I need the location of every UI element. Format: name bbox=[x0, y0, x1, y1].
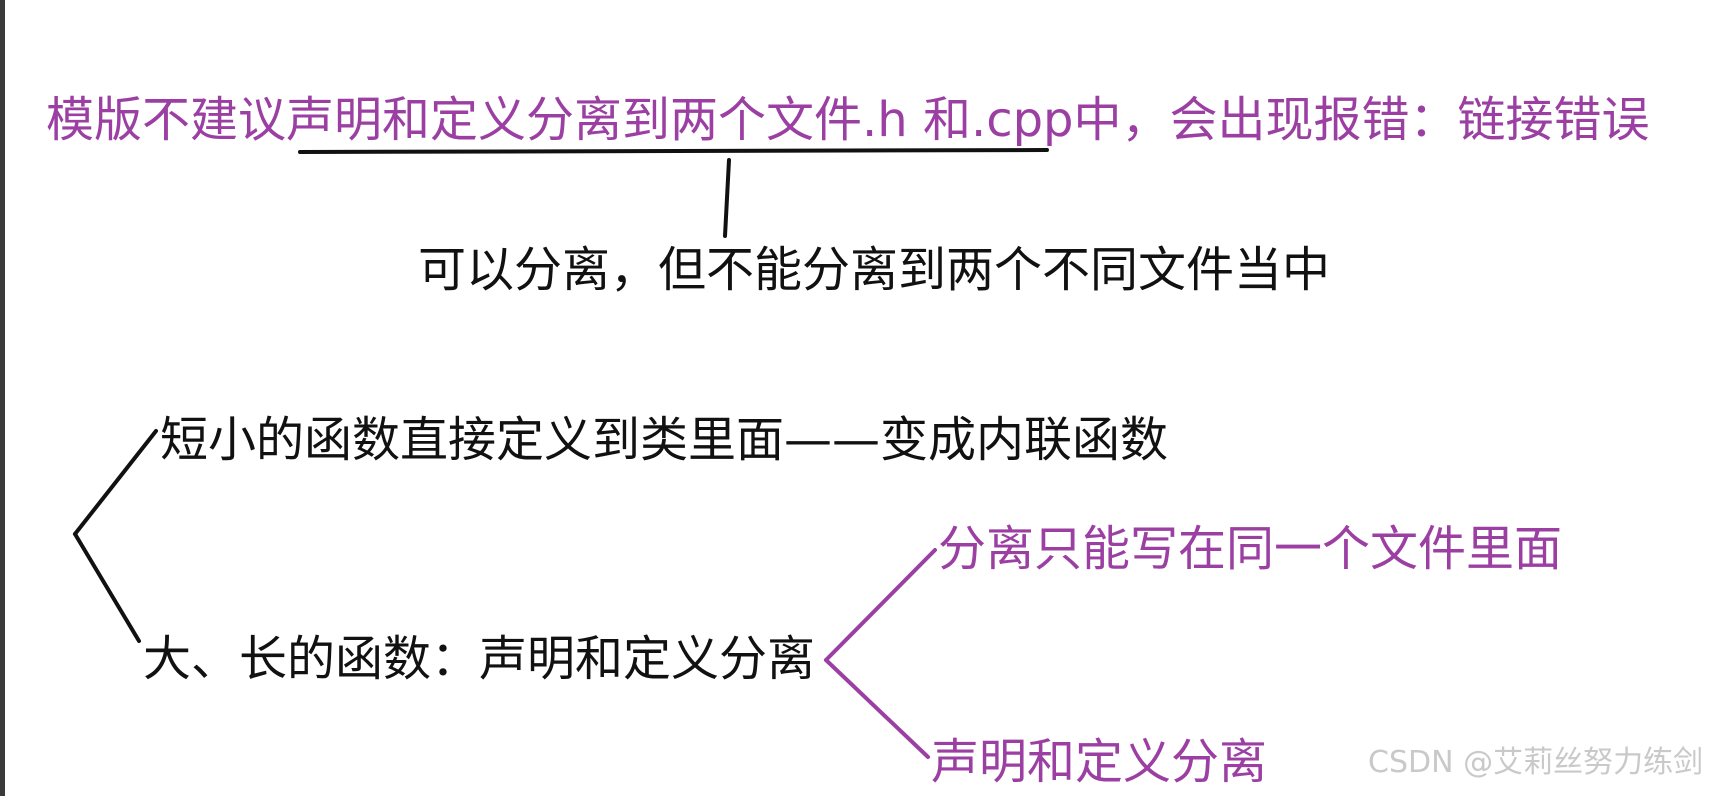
left-window-edge bbox=[0, 0, 5, 796]
left-bracket-upper bbox=[73, 429, 158, 536]
short-function-text: 短小的函数直接定义到类里面——变成内联函数 bbox=[160, 412, 1169, 468]
top-connector bbox=[723, 158, 731, 238]
csdn-watermark: CSDN @艾莉丝努力练剑 bbox=[1368, 745, 1704, 780]
same-file-branch-text: 分离只能写在同一个文件里面 bbox=[938, 521, 1563, 577]
separate-branch-text: 声明和定义分离 bbox=[931, 734, 1268, 790]
template-clarification-text: 可以分离，但不能分离到两个不同文件当中 bbox=[418, 242, 1331, 298]
long-function-text: 大、长的函数：声明和定义分离 bbox=[143, 631, 816, 687]
right-branch-upper bbox=[824, 548, 937, 662]
left-bracket-lower bbox=[73, 532, 141, 643]
right-branch-lower bbox=[824, 658, 930, 759]
template-warning-text: 模版不建议声明和定义分离到两个文件.h 和.cpp中，会出现报错：链接错误 bbox=[46, 92, 1650, 148]
top-underline bbox=[298, 148, 1049, 154]
